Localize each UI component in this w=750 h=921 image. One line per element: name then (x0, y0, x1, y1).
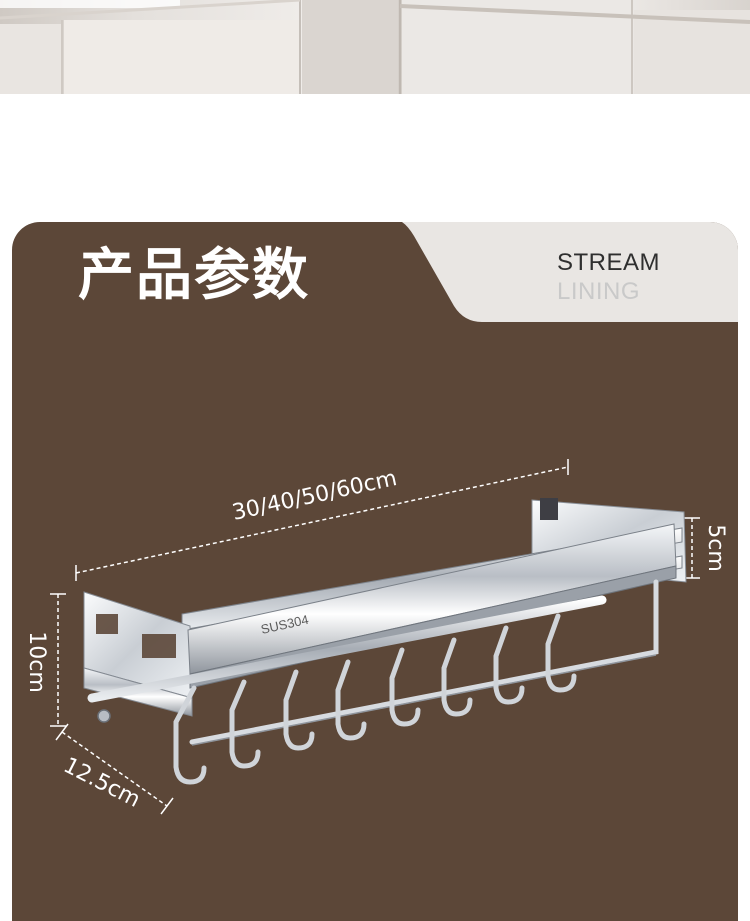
spacer (0, 94, 750, 222)
dimension-rail-label: 5cm (703, 524, 728, 572)
dimension-length-label: 30/40/50/60cm (230, 466, 399, 526)
hook-8 (545, 613, 577, 693)
left-bracket (83, 591, 193, 717)
page-title: 产品参数 (78, 243, 310, 308)
hooks (173, 613, 577, 785)
dimension-depth (55, 723, 174, 815)
hook-3 (283, 669, 315, 751)
brand-name-line2: LINING (557, 278, 641, 305)
hook-rod (87, 579, 659, 746)
kitchen-photo-strip (0, 0, 750, 94)
brand-tab (402, 222, 738, 322)
hook-1 (173, 685, 207, 785)
product-diagram: 30/40/50/60cm 10cm 12.5cm 5cm (24, 459, 728, 815)
dimension-height-label: 10cm (24, 631, 49, 693)
hook-7 (493, 625, 525, 705)
dimension-depth-label: 12.5cm (59, 753, 144, 813)
brand-name-line1: STREAM (557, 249, 661, 276)
hook-6 (441, 637, 473, 717)
hook-4 (335, 659, 367, 741)
dimension-length (75, 459, 569, 581)
dimension-height (50, 593, 66, 727)
spec-card: 产品参数 STREAM LINING (12, 222, 738, 921)
hook-5 (389, 647, 421, 727)
kitchen-photo-shapes (0, 0, 750, 94)
dimension-rail (684, 517, 700, 579)
hook-2 (229, 679, 261, 769)
